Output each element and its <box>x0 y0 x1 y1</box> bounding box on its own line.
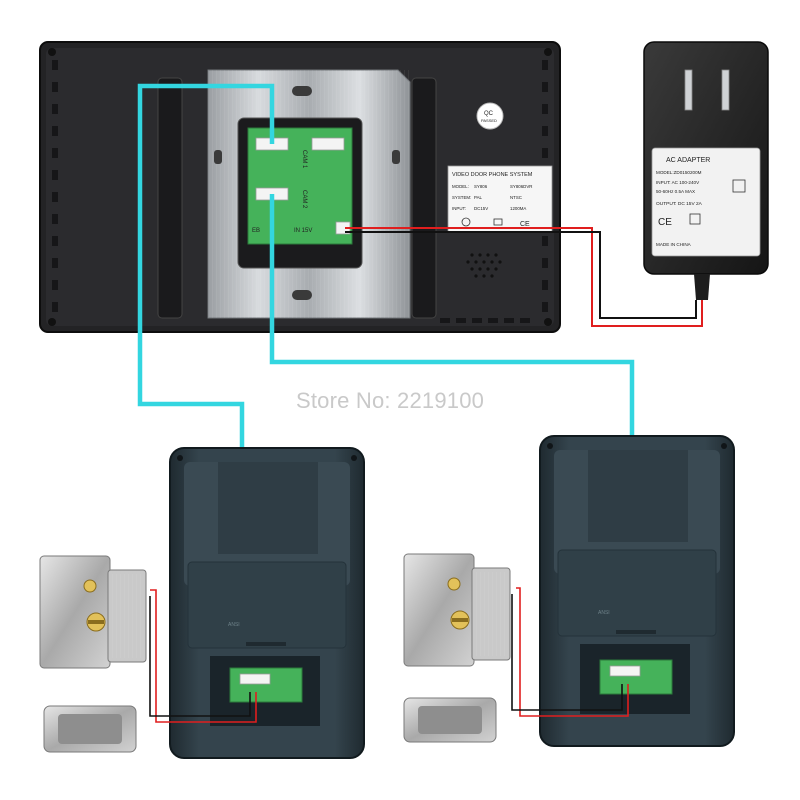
lock-wires <box>149 587 629 723</box>
monitor-pcb: CAM 1 CAM 2 EB IN 15V <box>247 127 353 245</box>
ac-adapter: AC ADAPTER MODEL:ZD0150200M INPUT: AC 10… <box>643 41 769 300</box>
svg-text:PASSED: PASSED <box>481 118 497 123</box>
adapter-made-in: MADE IN CHINA <box>656 242 692 247</box>
svg-text:SYSTEM:: SYSTEM: <box>452 195 471 200</box>
adapter-input-1: INPUT: AC 100-240V <box>656 180 700 185</box>
electric-lock-2 <box>403 553 511 743</box>
indoor-monitor: CAM 1 CAM 2 EB IN 15V QC PASSED VIDEO DO… <box>39 41 561 333</box>
adapter-model: MODEL:ZD0150200M <box>656 170 702 175</box>
camera-1-label: ANSI <box>228 622 240 628</box>
svg-text:INPUT:: INPUT: <box>452 206 466 211</box>
plug-prong-right <box>721 69 730 111</box>
camera-2-connector[interactable] <box>609 665 641 677</box>
power-cable-positive <box>345 227 703 327</box>
outdoor-camera-2: ANSI <box>539 435 735 747</box>
power-label: IN 15V <box>294 228 312 234</box>
cam1-label: CAM 1 <box>301 150 307 169</box>
qc-sticker: QC PASSED <box>476 102 504 130</box>
mount-slot-right <box>411 77 437 319</box>
camera-1-pcb <box>229 667 303 703</box>
svg-text:QC: QC <box>484 111 494 117</box>
cam2-label: CAM 2 <box>301 190 307 209</box>
speaker-grille <box>466 253 502 278</box>
lock-1-wire-red <box>150 589 257 723</box>
camera-1-connector[interactable] <box>239 673 271 685</box>
svg-text:DC15V: DC15V <box>474 206 488 211</box>
svg-text:SY806: SY806 <box>474 184 488 189</box>
lock-label: EB <box>252 228 260 234</box>
svg-text:NTSC: NTSC <box>510 195 522 200</box>
svg-text:1200MA: 1200MA <box>510 206 526 211</box>
svg-text:PAL: PAL <box>474 195 483 200</box>
lock-2-wire-black <box>511 594 623 711</box>
svg-text:CE: CE <box>658 217 672 228</box>
lock-2-wire-red <box>516 587 629 717</box>
camera-2-label: ANSI <box>598 610 610 616</box>
plug-prong-left <box>684 69 693 111</box>
monitor-screws <box>48 48 552 326</box>
svg-text:MODEL:: MODEL: <box>452 184 469 189</box>
svg-text:SY806DVR: SY806DVR <box>510 184 532 189</box>
svg-text:CE: CE <box>520 221 530 228</box>
camera-2-pcb <box>599 659 673 695</box>
store-watermark: Store No: 2219100 <box>296 388 485 413</box>
svg-text:VIDEO DOOR PHONE SYSTEM: VIDEO DOOR PHONE SYSTEM <box>452 172 533 178</box>
outdoor-camera-1: ANSI <box>169 447 365 759</box>
adapter-input-2: 50-60Hz 0.5A MAX <box>656 189 695 194</box>
adapter-output: OUTPUT: DC 15V 2A <box>656 201 703 207</box>
power-cable-negative <box>345 231 697 319</box>
electric-lock-1 <box>39 555 147 753</box>
mount-slot-left <box>157 77 183 319</box>
spec-label: VIDEO DOOR PHONE SYSTEM MODEL: SY806 SY8… <box>447 165 553 233</box>
adapter-title: AC ADAPTER <box>666 157 710 164</box>
lock-1-wire-black <box>149 596 251 717</box>
